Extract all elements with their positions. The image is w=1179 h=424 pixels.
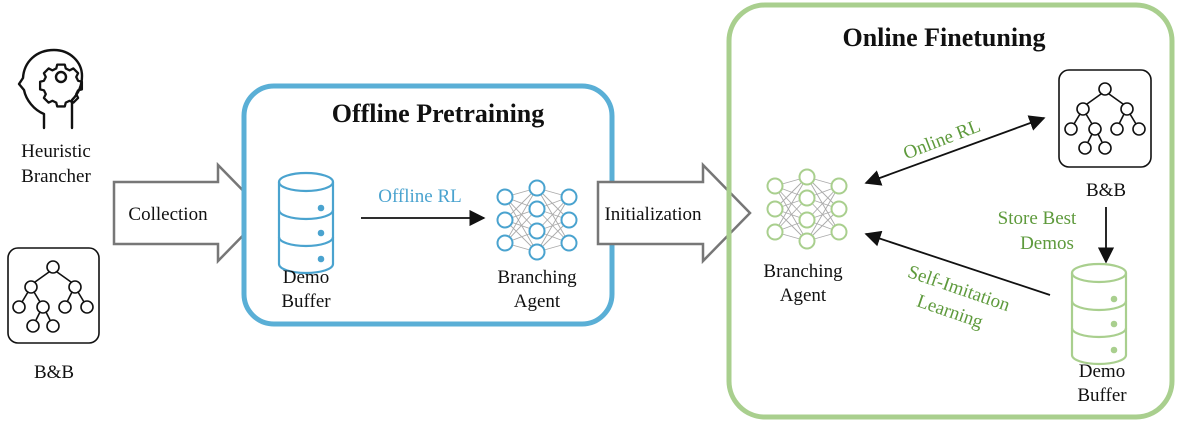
online-rl-arrow: [864, 115, 1046, 186]
online-title: Online Finetuning: [843, 23, 1046, 52]
store-demos-label-line1: Store Best: [998, 208, 1077, 229]
bb-tree-icon-left: [7, 247, 100, 344]
self-imitation-arrow: [864, 230, 1051, 296]
offline-demo-label-line2: Buffer: [281, 291, 331, 312]
offline-rl-label: Offline RL: [378, 186, 462, 207]
online-rl-label: Online RL: [901, 116, 984, 165]
online-finetuning-panel: [726, 2, 1175, 420]
online-agent-label-line2: Agent: [780, 285, 827, 306]
online-demo-label-line1: Demo: [1079, 361, 1125, 382]
store-demos-label-line2: Demos: [1020, 233, 1074, 254]
online-neural-network-icon: [766, 168, 848, 250]
offline-agent-label-line2: Agent: [514, 291, 561, 312]
bb-tree-icon-right: [1058, 69, 1152, 168]
collection-label: Collection: [128, 204, 208, 225]
heuristic-label-line1: Heuristic: [21, 141, 91, 162]
bb-label-left: B&B: [34, 362, 74, 383]
offline-agent-label-line1: Branching: [497, 267, 577, 288]
heuristic-label-line2: Brancher: [21, 166, 91, 187]
offline-title: Offline Pretraining: [332, 99, 545, 128]
offline-demo-label-line1: Demo: [283, 267, 329, 288]
online-demo-buffer-database-icon: [1070, 262, 1128, 366]
online-demo-label-line2: Buffer: [1077, 385, 1127, 406]
bb-label-right: B&B: [1086, 180, 1126, 201]
head-gear-icon: [17, 48, 84, 130]
online-agent-label-line1: Branching: [763, 261, 843, 282]
initialization-label: Initialization: [604, 204, 702, 225]
